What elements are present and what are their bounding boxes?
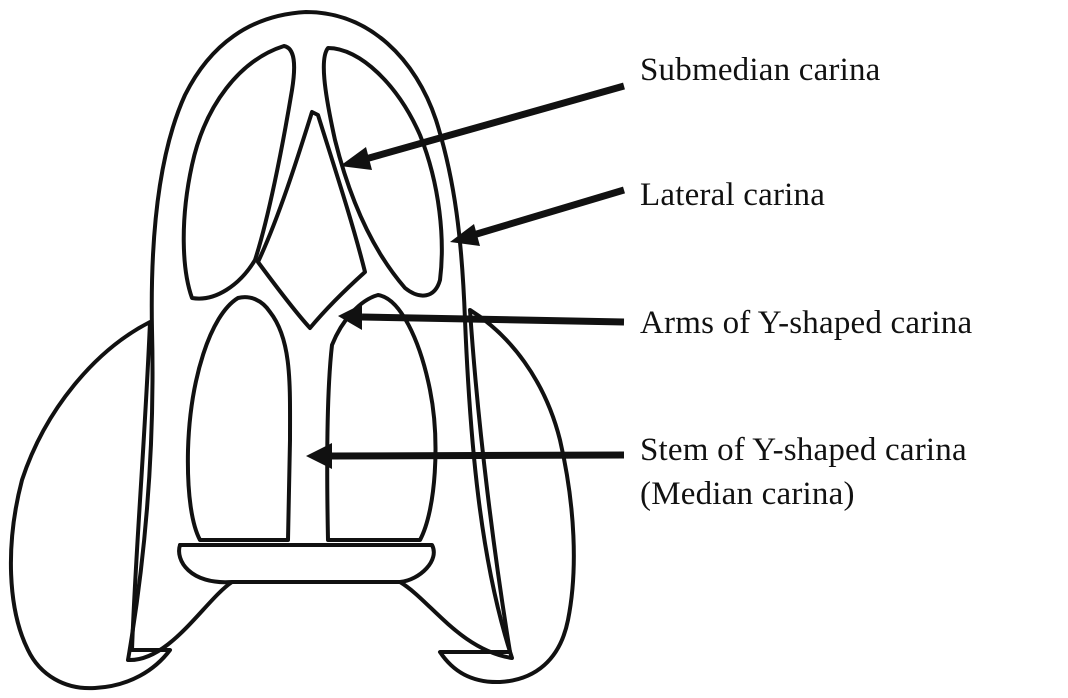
arrow-lateral xyxy=(450,190,624,246)
arrow-arms xyxy=(338,304,624,330)
right-lateral-lobe xyxy=(440,310,574,682)
left-lower-loop xyxy=(188,297,290,540)
right-upper-loop xyxy=(324,48,442,296)
label-median-carina: (Median carina) xyxy=(640,474,855,514)
right-lower-loop xyxy=(327,295,435,540)
label-arms-of-y-shaped-carina: Arms of Y-shaped carina xyxy=(640,303,972,343)
left-upper-loop xyxy=(184,46,294,299)
central-diamond xyxy=(258,112,365,328)
arrow-submedian xyxy=(340,86,624,170)
label-lateral-carina: Lateral carina xyxy=(640,175,825,215)
body-bottom-edge xyxy=(179,545,232,582)
body-bottom-line xyxy=(180,545,434,582)
arrow-stem xyxy=(306,443,624,469)
label-submedian-carina: Submedian carina xyxy=(640,50,881,90)
label-stem-of-y-shaped-carina: Stem of Y-shaped carina xyxy=(640,430,967,470)
outer-body-outline xyxy=(128,12,512,660)
